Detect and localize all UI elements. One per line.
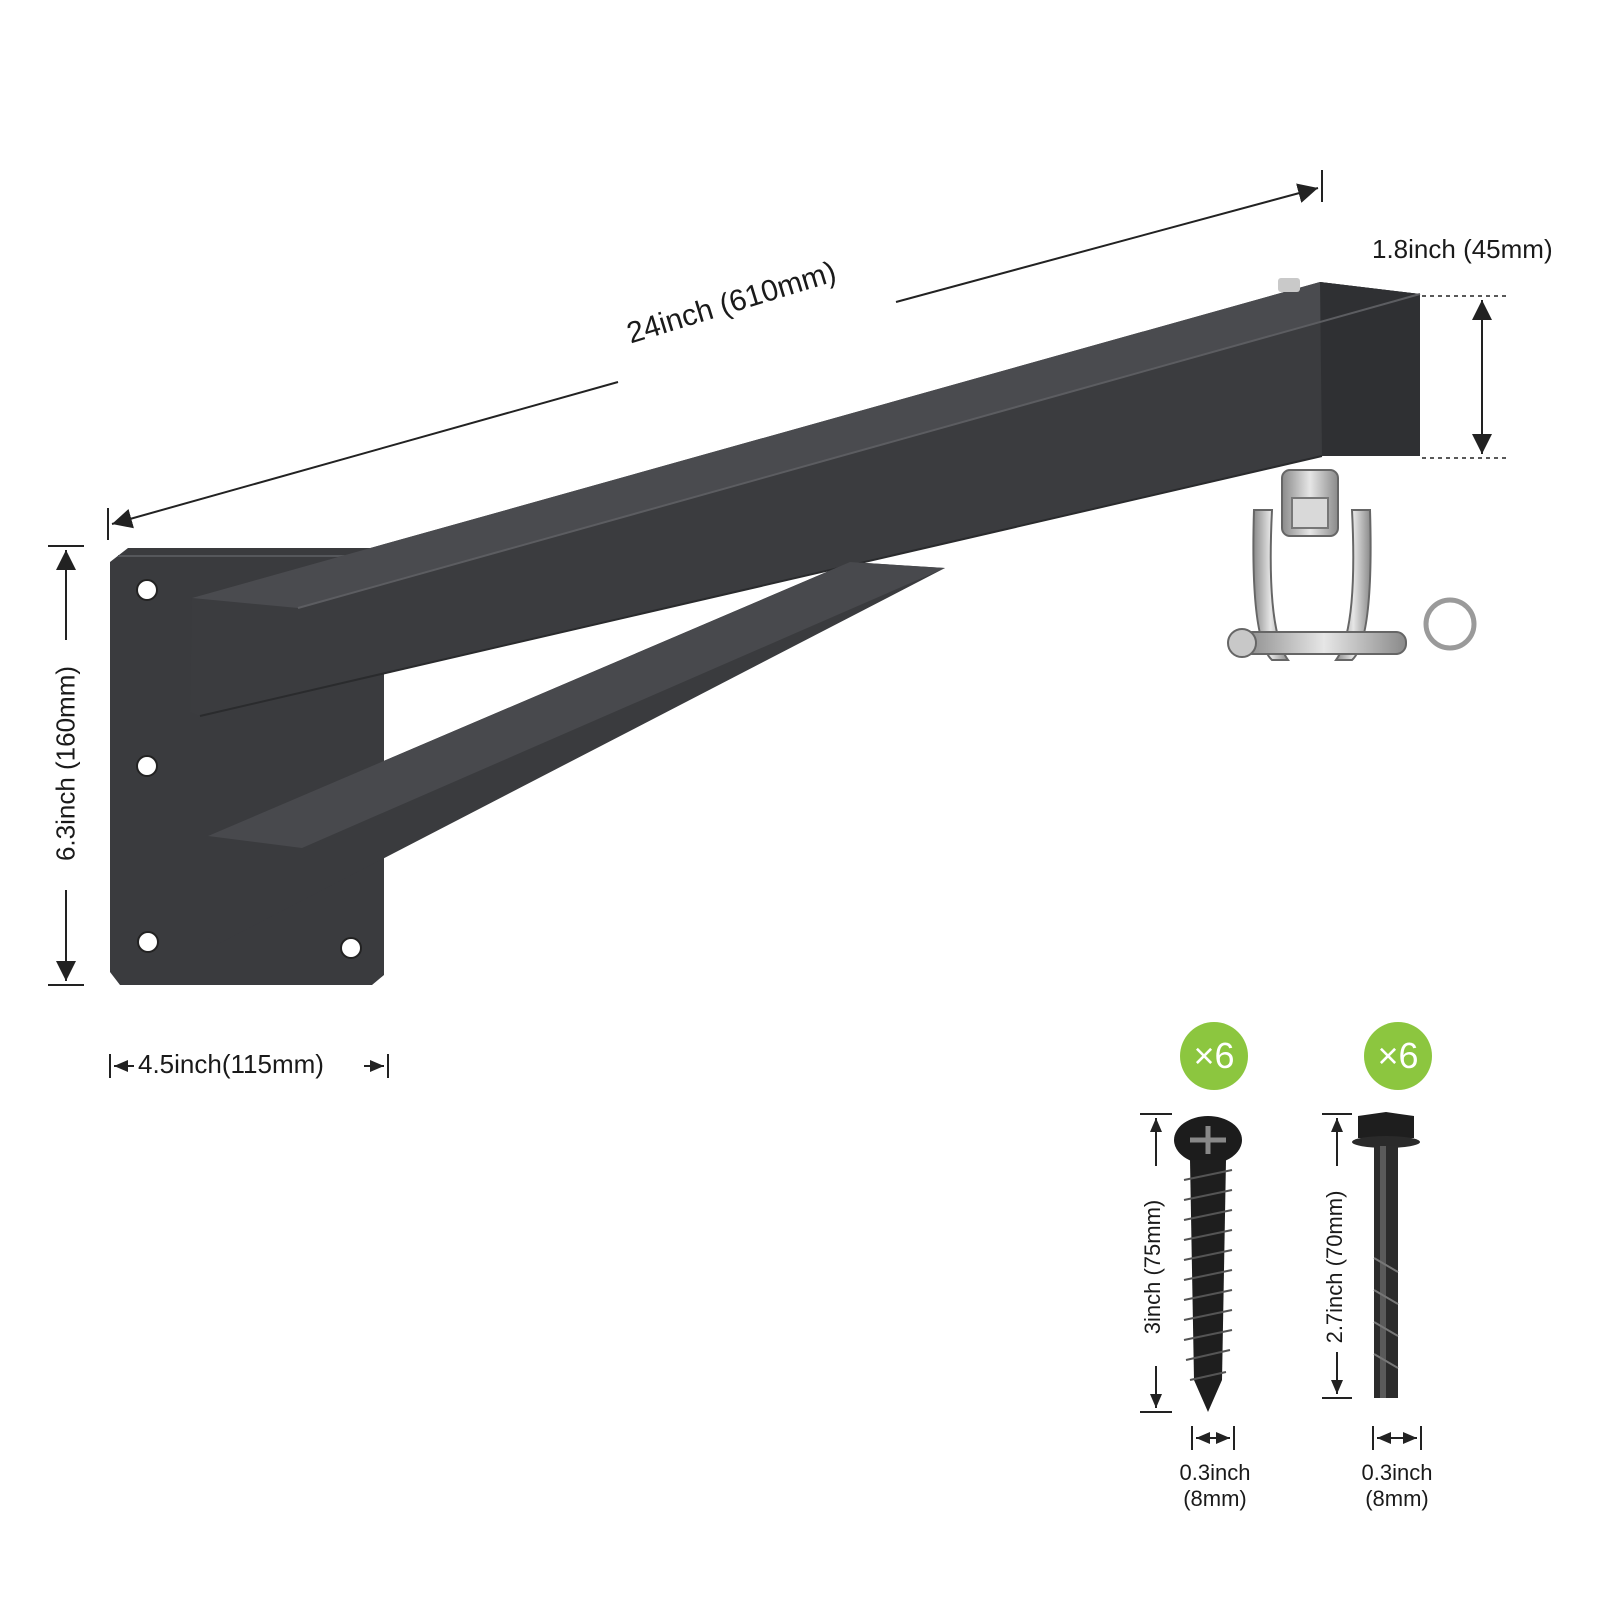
- mounting-hole: [137, 931, 159, 953]
- swivel-shackle: [1227, 469, 1477, 661]
- mounting-hole: [136, 755, 158, 777]
- bolt-length-label: 2.7inch (70mm): [1322, 1190, 1347, 1344]
- lag-screw-icon: [1174, 1116, 1242, 1412]
- plate-width-label: 4.5inch(115mm): [138, 1049, 324, 1079]
- bolt-diameter-label: 0.3inch (8mm): [1342, 1460, 1452, 1512]
- screw-length-label: 3inch (75mm): [1140, 1199, 1165, 1335]
- mounting-hole: [136, 579, 158, 601]
- bolt-diameter-in: 0.3inch: [1361, 1460, 1433, 1485]
- screw-diameter-label: 0.3inch (8mm): [1160, 1460, 1270, 1512]
- expansion-bolt-icon: [1352, 1112, 1420, 1398]
- dimension-plate-width: [109, 1054, 389, 1078]
- tube-size-label: 1.8inch (45mm): [1372, 234, 1553, 264]
- pin-ring: [1423, 597, 1477, 651]
- dimension-screw: [1140, 1113, 1235, 1450]
- bolt-diameter-mm: (8mm): [1365, 1486, 1429, 1511]
- dimension-plate-height: [48, 545, 84, 986]
- screw-diameter-in: 0.3inch: [1179, 1460, 1251, 1485]
- bolt-head-top: [1278, 278, 1300, 292]
- screw-diameter-mm: (8mm): [1183, 1486, 1247, 1511]
- dimension-tube: [1422, 295, 1508, 459]
- diagonal-brace: [208, 562, 945, 944]
- screw-quantity-badge: ×6: [1180, 1022, 1248, 1090]
- dimension-bolt: [1322, 1113, 1422, 1450]
- plate-height-label: 6.3inch (160mm): [50, 665, 81, 862]
- main-arm: [190, 278, 1421, 717]
- bolt-quantity-badge: ×6: [1364, 1022, 1432, 1090]
- dimension-length: [107, 170, 1323, 540]
- mounting-hole: [340, 937, 362, 959]
